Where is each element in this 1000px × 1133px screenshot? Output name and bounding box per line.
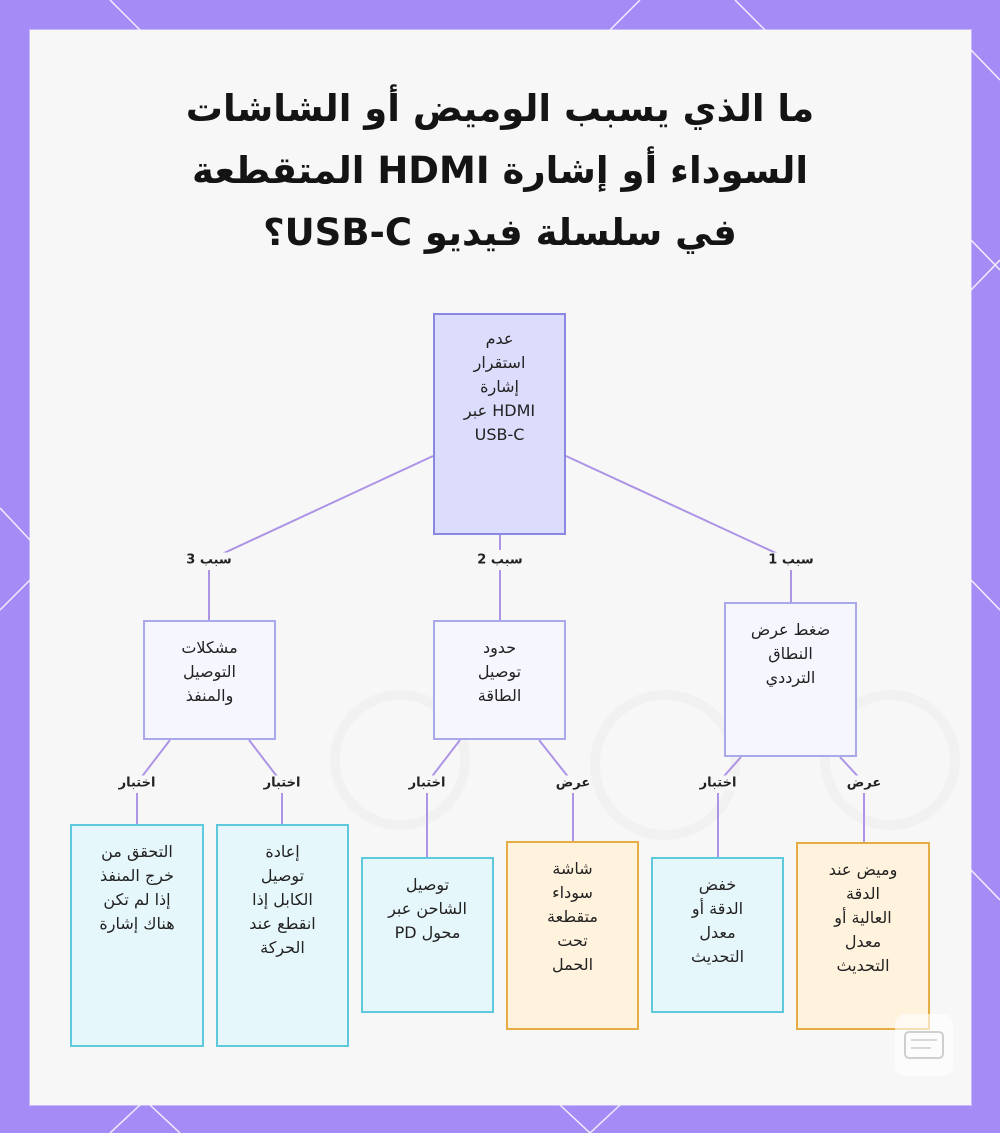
edge-label-c3-port: اختبار <box>117 776 158 791</box>
edge-label-c2-action: اختبار <box>407 776 448 791</box>
node-cause-3-action-replug-label: إعادة توصيل الكابل إذا انقطع عند الحركة <box>249 840 316 960</box>
edge-label-cause-1: سبب 1 <box>766 553 815 568</box>
node-cause-3-action-replug: إعادة توصيل الكابل إذا انقطع عند الحركة <box>216 824 349 1047</box>
edge-label-cause-3: سبب 3 <box>184 553 233 568</box>
edge-label-cause-2: سبب 2 <box>475 553 524 568</box>
connector-line <box>566 456 791 560</box>
brand-logo-icon <box>893 1012 955 1078</box>
node-cause-2-action-label: توصيل الشاحن عبر محول PD <box>388 873 467 945</box>
node-cause-3: مشكلات التوصيل والمنفذ <box>143 620 276 740</box>
node-cause-1-action-label: خفض الدقة أو معدل التحديث <box>691 873 744 969</box>
node-cause-1-action: خفض الدقة أو معدل التحديث <box>651 857 784 1013</box>
node-root: عدم استقرار إشارة HDMI عبر USB-C <box>433 313 566 535</box>
node-cause-2-symptom-label: شاشة سوداء متقطعة تحت الحمل <box>547 857 598 977</box>
node-cause-1: ضغط عرض النطاق الترددي <box>724 602 857 757</box>
node-cause-2-label: حدود توصيل الطاقة <box>478 636 522 708</box>
edge-label-c2-symptom: عرض <box>554 776 592 791</box>
node-cause-3-action-port: التحقق من خرج المنفذ إذا لم تكن هناك إشا… <box>70 824 204 1047</box>
edge-label-c3-replug: اختبار <box>262 776 303 791</box>
connector-line <box>209 456 433 560</box>
node-cause-1-symptom: وميض عند الدقة العالية أو معدل التحديث <box>796 842 930 1030</box>
node-cause-2-action: توصيل الشاحن عبر محول PD <box>361 857 494 1013</box>
edge-label-c1-symptom: عرض <box>845 776 883 791</box>
node-root-label: عدم استقرار إشارة HDMI عبر USB-C <box>464 327 535 447</box>
node-cause-1-label: ضغط عرض النطاق الترددي <box>751 618 830 690</box>
node-cause-2: حدود توصيل الطاقة <box>433 620 566 740</box>
edge-label-c1-action: اختبار <box>698 776 739 791</box>
node-cause-3-action-port-label: التحقق من خرج المنفذ إذا لم تكن هناك إشا… <box>99 840 174 936</box>
node-cause-3-label: مشكلات التوصيل والمنفذ <box>181 636 237 708</box>
node-cause-1-symptom-label: وميض عند الدقة العالية أو معدل التحديث <box>829 858 898 978</box>
node-cause-2-symptom: شاشة سوداء متقطعة تحت الحمل <box>506 841 639 1030</box>
